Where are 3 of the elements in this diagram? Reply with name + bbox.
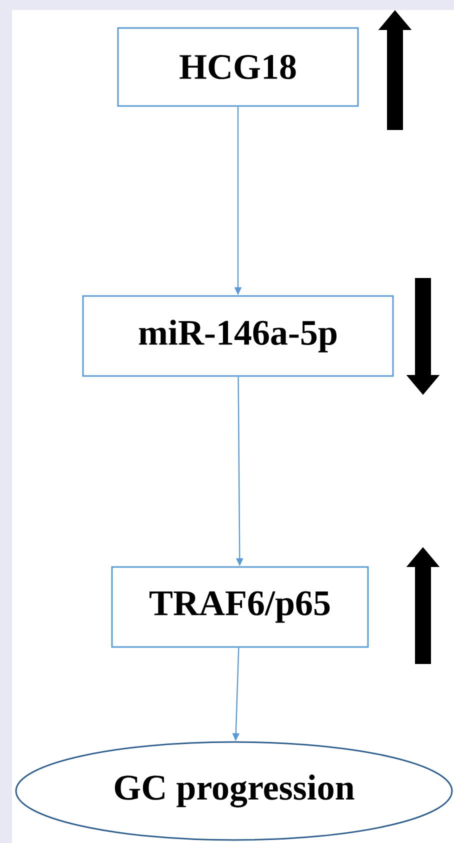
process-box: HCG18 <box>117 27 359 107</box>
process-box: TRAF6/p65 <box>111 566 369 648</box>
process-box: miR-146a-5p <box>82 295 394 377</box>
